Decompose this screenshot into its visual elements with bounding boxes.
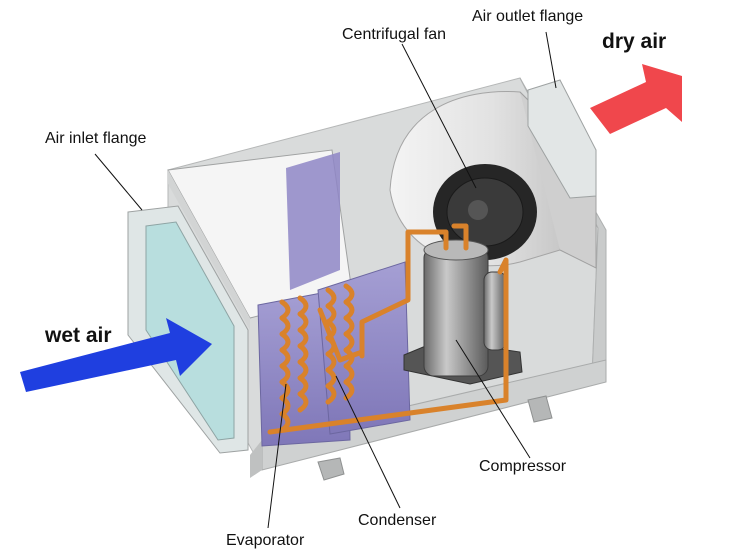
dry-air-arrow-icon xyxy=(590,64,682,134)
compressor xyxy=(403,239,523,385)
air-outlet-flange-label: Air outlet flange xyxy=(472,8,584,25)
centrifugal-fan-label: Centrifugal fan xyxy=(342,26,447,43)
air-inlet-flange-label: Air inlet flange xyxy=(45,130,147,147)
housing-top-panel-edge xyxy=(168,170,250,330)
refrigerant-piping xyxy=(267,223,509,435)
outlet-flange xyxy=(527,79,597,199)
inlet-opening xyxy=(145,221,235,441)
evaporator-label: Evaporator xyxy=(226,532,305,549)
housing-front-edge xyxy=(250,440,262,478)
compressor-label: Compressor xyxy=(479,458,567,475)
leader-lines xyxy=(94,31,557,529)
dry-air-label: dry air xyxy=(602,30,667,53)
mounting-foot-right xyxy=(527,395,553,423)
wet-air-arrow-icon xyxy=(20,318,212,392)
rear-coil-panel xyxy=(286,152,340,290)
condenser-label: Condenser xyxy=(358,512,437,529)
wet-air-label: wet air xyxy=(45,324,112,347)
mounting-foot-left xyxy=(317,457,345,481)
